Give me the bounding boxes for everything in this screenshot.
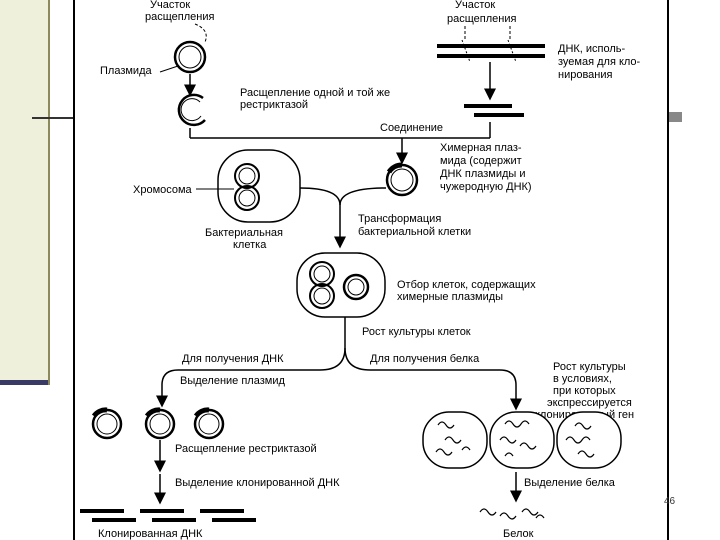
label-join: Соединение (380, 122, 443, 134)
expression-cell-1 (422, 411, 488, 469)
isolated-plasmid-2-insert (144, 407, 161, 418)
slide-side-divider (48, 0, 50, 385)
bacterial-cell (217, 149, 301, 223)
transformed-cell (296, 252, 386, 318)
slide-rule-square (668, 112, 682, 122)
isolated-plasmid-1-inner (96, 413, 118, 435)
page-number: 46 (664, 496, 676, 507)
label-for-dna: Для получения ДНК (182, 353, 284, 365)
label-bact-cell-1: Бактериальная (205, 227, 283, 239)
label-isolate-protein: Выделение белка (524, 477, 616, 489)
tc-chromosome-b-inner (313, 287, 331, 305)
label-select-1: Отбор клеток, содержащих (397, 279, 536, 291)
chimeric-insert (386, 162, 403, 174)
pointer-plasmid (159, 65, 179, 73)
plasmid-cut (177, 93, 206, 127)
label-site-left-2: расщепления (145, 11, 214, 23)
label-protein: Белок (503, 528, 534, 540)
label-chimeric-4: чужеродную ДНК) (440, 181, 532, 193)
cut-line-b (507, 39, 517, 63)
label-restriction: Расщепление рестриктазой (175, 443, 317, 455)
label-growth-cond-2: в условиях, (553, 373, 612, 385)
label-chromosome: Хромосома (133, 184, 193, 196)
protein-squiggles-cell-2 (499, 420, 537, 457)
protein-squiggles-cell-3 (565, 422, 595, 458)
chromosome-loop-b-inner (238, 189, 256, 207)
label-bact-cell-2: клетка (233, 239, 267, 251)
chromosome-loop-b (234, 185, 260, 211)
label-chimeric-3: ДНК плазмиды и (440, 168, 526, 180)
tc-chromosome-a-inner (313, 265, 331, 283)
cut-line-a (461, 39, 471, 63)
slide-rule-left (32, 117, 82, 119)
plasmid-cut-inner (180, 98, 202, 122)
tc-chromosome-b (309, 283, 335, 309)
expression-cell-2 (489, 411, 555, 469)
label-site-right-1: Участок (455, 0, 495, 11)
branch-dna (161, 347, 346, 386)
label-growth: Рост культуры клеток (362, 326, 471, 338)
label-cloned-dna: Клонированная ДНК (98, 528, 203, 540)
chimeric-plasmid-inner (390, 168, 414, 192)
isolated-protein (479, 508, 545, 520)
label-cleave-2: рестриктазой (240, 99, 308, 111)
label-site-left-1: Участок (150, 0, 190, 11)
plasmid-inner (178, 45, 202, 69)
label-dna-2: зуемая для кло- (558, 56, 641, 68)
isolated-plasmid-3-insert (193, 407, 210, 418)
label-transform-2: бактериальной клетки (358, 226, 471, 238)
label-isolate-dna: Выделение клонированной ДНК (175, 477, 340, 489)
label-chimeric-1: Химерная плаз- (440, 142, 522, 154)
label-site-right-2: расщепления (447, 13, 516, 25)
isolated-plasmid-1-insert (91, 407, 108, 418)
tc-plasmid (342, 273, 370, 301)
merge-right (339, 187, 387, 206)
isolated-plasmid-3-inner (198, 413, 220, 435)
label-transform-1: Трансформация (358, 213, 441, 225)
plasmid-circle (173, 40, 207, 74)
tc-plasmid-inner (347, 278, 365, 296)
pointer-site-left (194, 23, 207, 43)
label-dna-3: нирования (558, 69, 613, 81)
label-dna-1: ДНК, исполь- (558, 43, 626, 55)
expression-cell-3 (556, 411, 622, 469)
label-plasmid: Плазмида (100, 65, 152, 77)
label-growth-cond-1: Рост культуры (553, 361, 626, 373)
protein-squiggles-cell-1 (435, 421, 471, 456)
label-select-2: химерные плазмиды (397, 291, 503, 303)
branch-protein (344, 347, 517, 386)
label-for-protein: Для получения белка (370, 353, 480, 365)
label-cleave-1: Расщепление одной и той же (240, 87, 390, 99)
merge-left (299, 187, 341, 206)
tc-chromosome-a (309, 261, 335, 287)
label-chimeric-2: мида (содержит (440, 155, 522, 167)
label-isolate-plasmid: Выделение плазмид (180, 375, 285, 387)
label-growth-cond-3: при которых (553, 385, 616, 397)
chromosome-loop-a (234, 163, 260, 189)
isolated-plasmid-2-inner (149, 413, 171, 435)
chromosome-loop-a-inner (238, 167, 256, 185)
slide-side-accent-bar (0, 380, 48, 385)
slide-side-panel (0, 0, 48, 385)
label-growth-cond-4: экспрессируется (547, 397, 632, 409)
